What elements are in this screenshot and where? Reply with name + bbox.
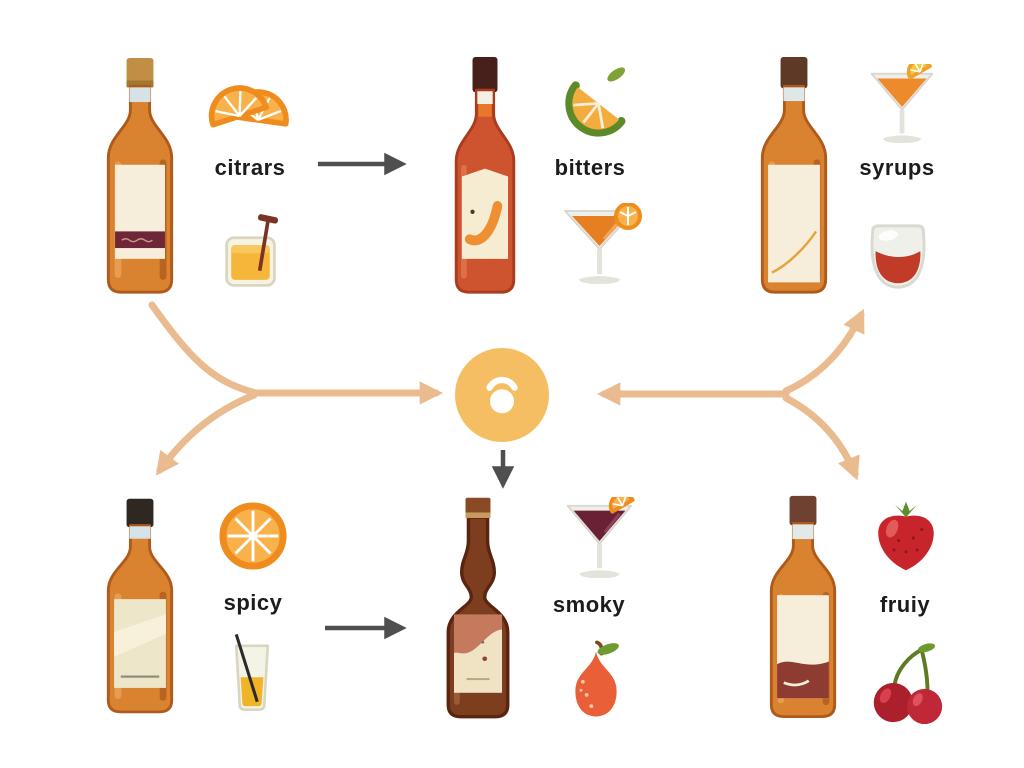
rocks-glass-icon	[856, 222, 940, 292]
sour-glass-icon	[213, 212, 288, 290]
whiskey-bottle-syrups	[746, 55, 842, 300]
flavor-group-spicy: spicy	[92, 497, 302, 727]
whiskey-bottle-fruity	[755, 494, 851, 724]
whiskey-bottle-citrus	[92, 55, 188, 300]
flavor-group-smoky: smoky	[430, 495, 640, 727]
whiskey-bottle-bitters	[437, 55, 533, 300]
cherries-icon	[866, 640, 946, 726]
flavor-group-bitters: bitters	[437, 55, 647, 305]
strawberry-icon	[870, 499, 942, 573]
martini-orange-icon	[557, 203, 642, 288]
arrow-to-spicy-icon	[155, 391, 258, 476]
lime-wedge-icon	[563, 62, 633, 142]
flavor-label-bitters: bitters	[554, 155, 626, 180]
pear-icon	[566, 636, 626, 720]
flavor-label-syrups: syrups	[859, 155, 935, 180]
flavor-label-citrus: citrars	[214, 155, 286, 180]
flavor-group-syrups: syrups	[746, 55, 956, 305]
lightbulb-icon	[486, 376, 518, 414]
flavor-label-fruity: fruiy	[879, 592, 931, 617]
martini-dark-icon	[560, 497, 640, 583]
flavor-group-fruity: fruiy	[755, 494, 965, 726]
flavor-group-citrus: citrars	[92, 55, 302, 305]
arrow-to-fruity-icon	[782, 394, 860, 481]
curve-from-citrus	[148, 301, 260, 397]
orange-slices-icon	[205, 78, 290, 148]
whiskey-bottle-spicy	[92, 497, 188, 719]
martini-garnish-icon	[866, 64, 940, 148]
hub-circle	[455, 348, 549, 442]
orange-slice-icon	[218, 501, 288, 571]
straw-glass-icon	[224, 628, 280, 716]
whiskey-bottle-smoky	[430, 495, 526, 725]
arrow-to-syrups-icon	[782, 308, 865, 395]
flavor-label-spicy: spicy	[223, 590, 283, 615]
flavor-label-smoky: smoky	[552, 592, 626, 617]
